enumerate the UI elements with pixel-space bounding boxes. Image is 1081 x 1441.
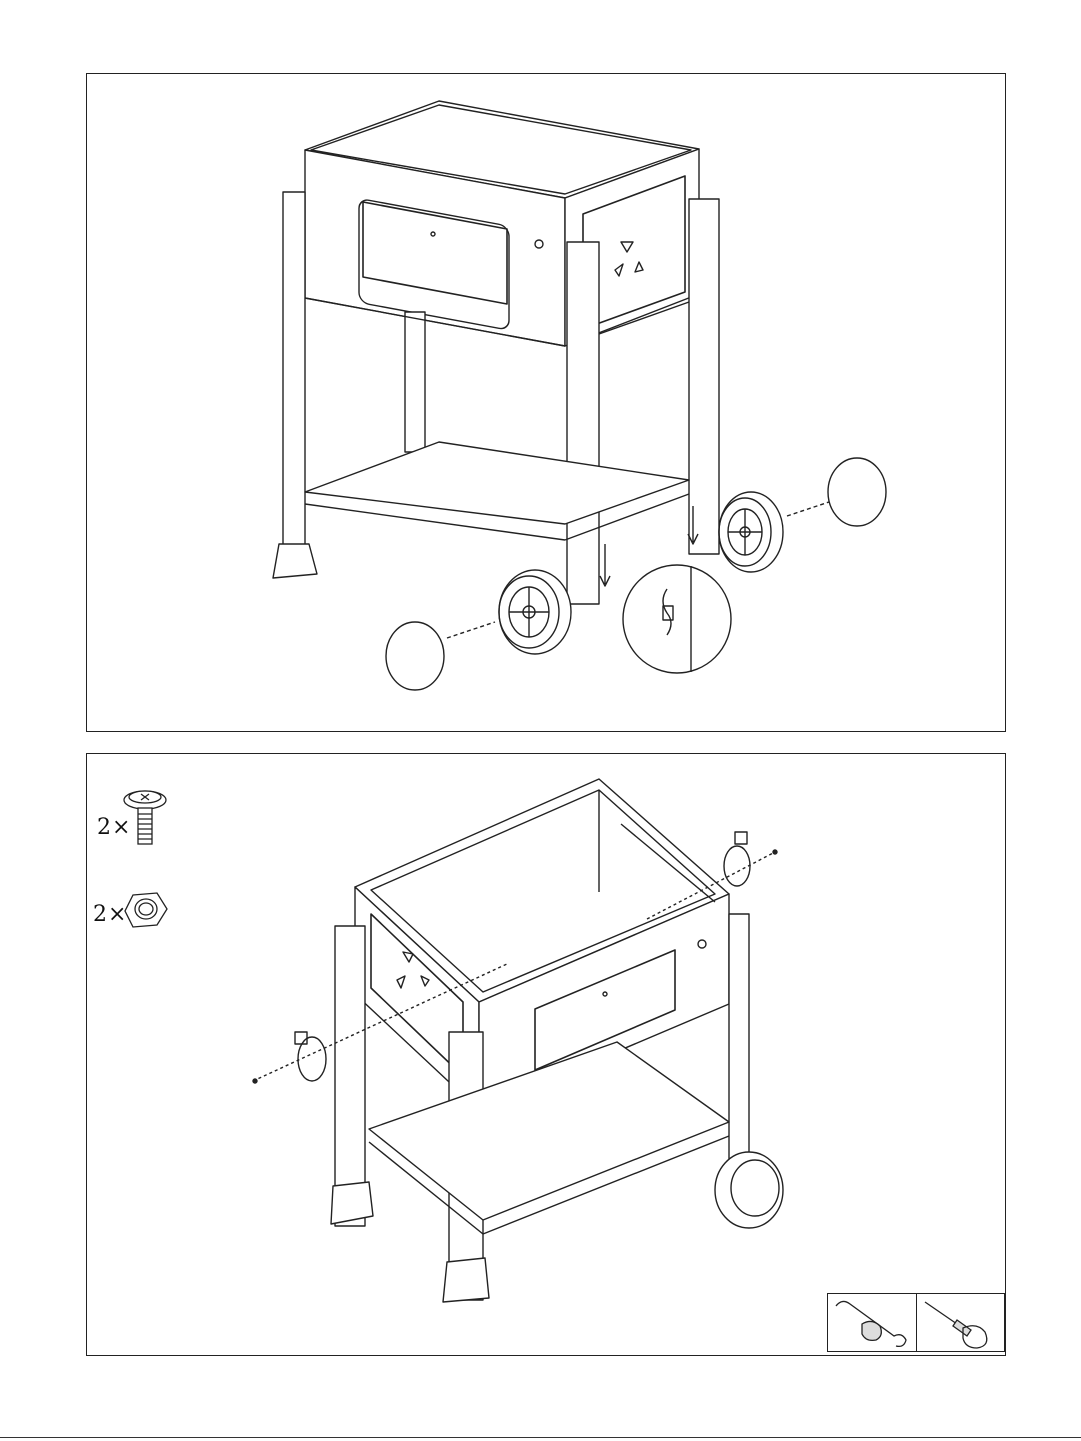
cart-wheel-assembly-illustration	[87, 74, 1007, 733]
cotter-pin-detail	[623, 565, 731, 673]
wrench-icon	[828, 1294, 916, 1351]
wheel-right	[719, 492, 783, 572]
assembly-step-wheels	[86, 73, 1006, 732]
screwdriver-icon	[917, 1294, 1005, 1351]
axle	[787, 502, 829, 516]
cart-side-bolt-illustration	[87, 754, 1007, 1357]
axle	[447, 622, 495, 638]
arrow-down-icon	[600, 544, 610, 586]
handle-bracket-right	[724, 832, 750, 886]
wheel-left	[499, 570, 571, 654]
hubcap	[386, 622, 444, 690]
bolt-icon	[773, 850, 777, 854]
required-tools	[827, 1293, 1005, 1352]
cart-frame	[331, 779, 749, 1302]
hubcap	[828, 458, 886, 526]
cart-frame	[273, 101, 719, 604]
assembly-step-side-bolts: 2× 2×	[86, 753, 1006, 1356]
tool-screwdriver	[916, 1294, 1005, 1351]
bolt-icon	[253, 1079, 257, 1083]
wheel	[715, 1152, 783, 1228]
page-bottom-rule	[0, 1437, 1081, 1438]
handle-bracket-left	[295, 1032, 326, 1081]
tool-wrench	[828, 1294, 916, 1351]
